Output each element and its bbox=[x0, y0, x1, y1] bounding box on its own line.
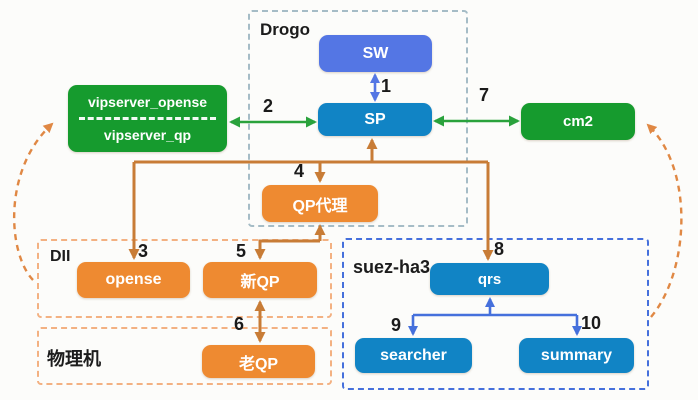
edge-label-6: 6 bbox=[234, 314, 245, 334]
node-opense: opense bbox=[77, 262, 190, 298]
node-new-qp: 新QP bbox=[203, 262, 317, 298]
edge-dii-to-vipserver-curve bbox=[13, 122, 54, 281]
node-vipserver-opense-label: vipserver_opense bbox=[87, 94, 208, 110]
group-physical-machine-label: 物理机 bbox=[47, 349, 101, 369]
node-sp: SP bbox=[318, 103, 432, 136]
edge-label-7: 7 bbox=[479, 85, 490, 105]
node-vipserver: vipserver_opense vipserver_qp bbox=[68, 85, 227, 152]
node-old-qp: 老QP bbox=[202, 345, 315, 378]
edge-label-3: 3 bbox=[138, 241, 149, 261]
group-physical-machine: 物理机 bbox=[37, 327, 332, 385]
group-drogo-label: Drogo bbox=[260, 20, 311, 39]
edge-label-9: 9 bbox=[391, 315, 402, 335]
node-qp-proxy: QP代理 bbox=[262, 185, 378, 222]
node-cm2: cm2 bbox=[521, 103, 635, 140]
node-sw: SW bbox=[319, 35, 432, 72]
edge-qpproxy-to-newqp bbox=[254, 239, 320, 260]
vipserver-divider bbox=[79, 117, 216, 120]
edge-label-1: 1 bbox=[381, 76, 392, 96]
node-qrs: qrs bbox=[430, 263, 549, 295]
edge-label-2: 2 bbox=[263, 96, 274, 116]
edge-label-8: 8 bbox=[494, 239, 505, 259]
node-vipserver-qp-label: vipserver_qp bbox=[103, 127, 192, 143]
group-dii-label: DII bbox=[50, 248, 71, 265]
group-suez-ha3-label: suez-ha3 bbox=[353, 257, 431, 277]
edge-label-5: 5 bbox=[236, 241, 247, 261]
edge-suez-to-cm2-curve bbox=[646, 123, 683, 318]
group-suez-ha3: suez-ha3 bbox=[342, 238, 649, 390]
edge-label-10: 10 bbox=[581, 313, 602, 333]
edge-label-4: 4 bbox=[294, 161, 305, 181]
node-searcher: searcher bbox=[355, 338, 472, 373]
group-drogo: Drogo bbox=[248, 10, 468, 227]
node-summary: summary bbox=[519, 338, 634, 373]
group-dii: DII bbox=[37, 239, 332, 318]
